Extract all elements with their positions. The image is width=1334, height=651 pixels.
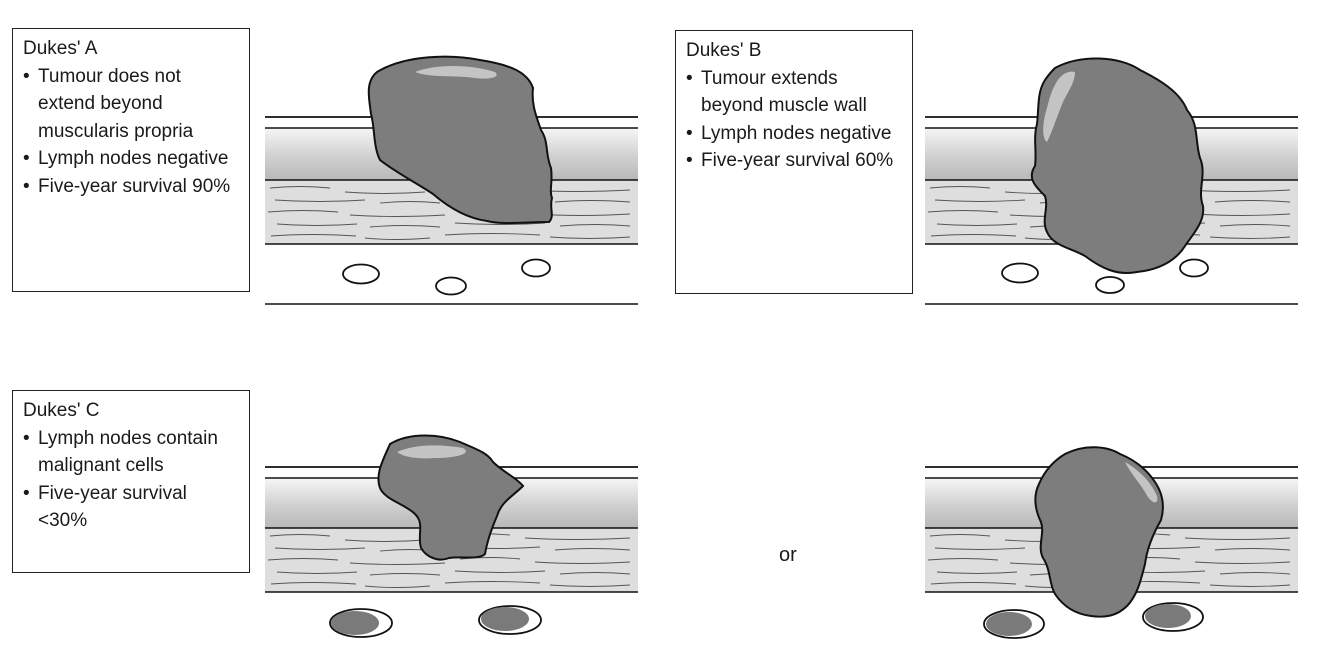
dukes-c-bowel-wall-illustration-1 — [265, 434, 638, 638]
lymph-node-positive — [1142, 602, 1204, 632]
lymph-node-negative — [1179, 258, 1209, 278]
lymph-nodes — [983, 602, 1204, 639]
lymph-nodes — [329, 605, 542, 638]
lymph-node-negative — [342, 263, 380, 285]
lymph-node-positive — [983, 609, 1045, 639]
bowel-layers — [265, 466, 638, 593]
lymph-nodes — [1001, 258, 1209, 294]
dukes-a-title: Dukes' A — [23, 38, 98, 59]
dukes-a-bullet-nodes: Lymph nodes negative — [23, 145, 241, 173]
dukes-b-bullet-depth: Tumour extends beyond muscle wall — [686, 65, 904, 120]
dukes-b-bowel-wall-illustration — [925, 57, 1298, 305]
dukes-a-info-box: Dukes' A Tumour does not extend beyond m… — [12, 28, 250, 292]
lymph-node-positive — [329, 608, 393, 638]
dukes-b-bullet-survival: Five-year survival 60% — [686, 147, 904, 175]
lymph-node-negative — [435, 276, 467, 296]
lymph-nodes — [342, 258, 551, 296]
tumour — [367, 55, 554, 225]
dukes-b-bullet-nodes: Lymph nodes negative — [686, 120, 904, 148]
dukes-a-bullet-survival: Five-year survival 90% — [23, 173, 241, 201]
lymph-node-positive — [478, 605, 542, 635]
dukes-c-title: Dukes' C — [23, 400, 100, 421]
dukes-b-bullets: Tumour extends beyond muscle wall Lymph … — [686, 65, 904, 175]
dukes-b-title: Dukes' B — [686, 40, 762, 61]
lymph-node-negative — [521, 258, 551, 278]
dukes-a-bullet-depth: Tumour does not extend beyond muscularis… — [23, 63, 241, 146]
dukes-c-bullet-nodes: Lymph nodes contain malignant cells — [23, 425, 241, 480]
dukes-c-bullets: Lymph nodes contain malignant cells Five… — [23, 425, 241, 535]
tumour — [377, 434, 525, 561]
dukes-a-bowel-wall-illustration — [265, 55, 638, 305]
dukes-c-info-box: Dukes' C Lymph nodes contain malignant c… — [12, 390, 250, 573]
dukes-c-bullet-survival: Five-year survival <30% — [23, 480, 241, 535]
dukes-a-bullets: Tumour does not extend beyond muscularis… — [23, 63, 241, 201]
tumour — [1030, 57, 1205, 274]
dukes-c-bowel-wall-illustration-2 — [925, 446, 1298, 639]
muscle-fibres — [267, 533, 631, 588]
lymph-node-negative — [1095, 276, 1125, 294]
muscle-fibres — [267, 185, 631, 240]
tumour — [1034, 446, 1164, 618]
or-connector-text: or — [779, 544, 797, 566]
dukes-b-info-box: Dukes' B Tumour extends beyond muscle wa… — [675, 30, 913, 294]
lymph-node-negative — [1001, 262, 1039, 284]
